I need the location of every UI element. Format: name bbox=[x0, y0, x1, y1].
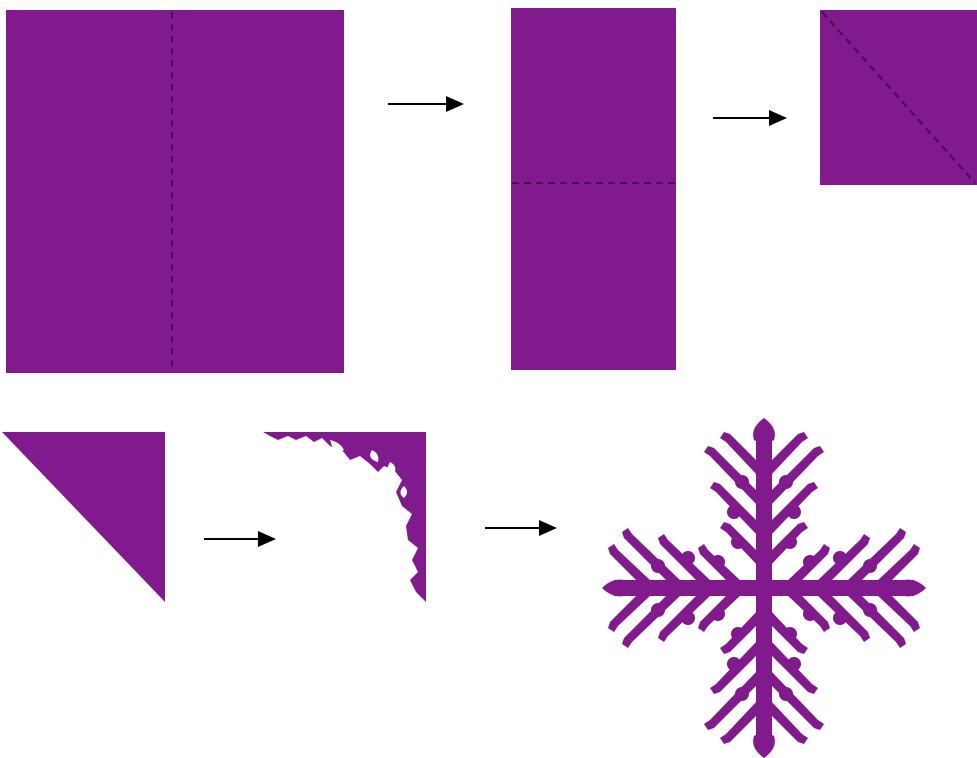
arrow-1 bbox=[388, 96, 464, 112]
snowflake-branch bbox=[622, 588, 682, 648]
snowflake-knob bbox=[833, 611, 847, 625]
snowflake-knob bbox=[863, 559, 877, 573]
snowflake-knob bbox=[787, 657, 801, 671]
step-2-folded-rectangle bbox=[511, 8, 676, 370]
step-5-cut-triangle bbox=[263, 432, 426, 602]
folded-triangle bbox=[2, 432, 165, 602]
snowflake-knob bbox=[735, 687, 749, 701]
snowflake-branch bbox=[764, 670, 824, 730]
snowflake bbox=[602, 418, 926, 758]
snowflake-knob bbox=[787, 505, 801, 519]
arrow-4 bbox=[485, 520, 557, 536]
snowflake-knob bbox=[783, 627, 797, 641]
snowflake-knob bbox=[779, 687, 793, 701]
step-3-folded-square bbox=[820, 10, 977, 185]
snowflake-branch bbox=[704, 446, 764, 506]
snowflake-knob bbox=[783, 535, 797, 549]
snowflake-knob bbox=[803, 607, 817, 621]
snowflake-knob bbox=[731, 535, 745, 549]
folded-rectangle bbox=[511, 8, 676, 370]
snowflake-branch bbox=[764, 446, 824, 506]
step-4-folded-triangle bbox=[2, 432, 165, 602]
snowflake-knob bbox=[711, 555, 725, 569]
snowflake-knob bbox=[727, 657, 741, 671]
snowflake-knob bbox=[731, 627, 745, 641]
snowflake-knob bbox=[681, 551, 695, 565]
snowflake-knob bbox=[727, 505, 741, 519]
snowflake-knob bbox=[681, 611, 695, 625]
arrow-3 bbox=[204, 531, 276, 547]
step-6-unfolded-snowflake bbox=[602, 418, 926, 758]
snowflake-knob bbox=[833, 551, 847, 565]
snowflake-knob bbox=[803, 555, 817, 569]
snowflake-knob bbox=[651, 559, 665, 573]
snowflake-branch bbox=[846, 588, 906, 648]
snowflake-branch bbox=[704, 670, 764, 730]
snowflake-knob bbox=[651, 603, 665, 617]
snowflake-knob bbox=[735, 475, 749, 489]
cut-triangle bbox=[263, 432, 426, 602]
arrow-2 bbox=[713, 110, 787, 126]
snowflake-knob bbox=[779, 475, 793, 489]
step-1-square-sheet bbox=[6, 10, 344, 373]
snowflake-knob bbox=[711, 607, 725, 621]
snowflake-knob bbox=[863, 603, 877, 617]
snowflake-branch bbox=[622, 528, 682, 588]
square-sheet bbox=[6, 10, 344, 373]
snowflake-branch bbox=[846, 528, 906, 588]
